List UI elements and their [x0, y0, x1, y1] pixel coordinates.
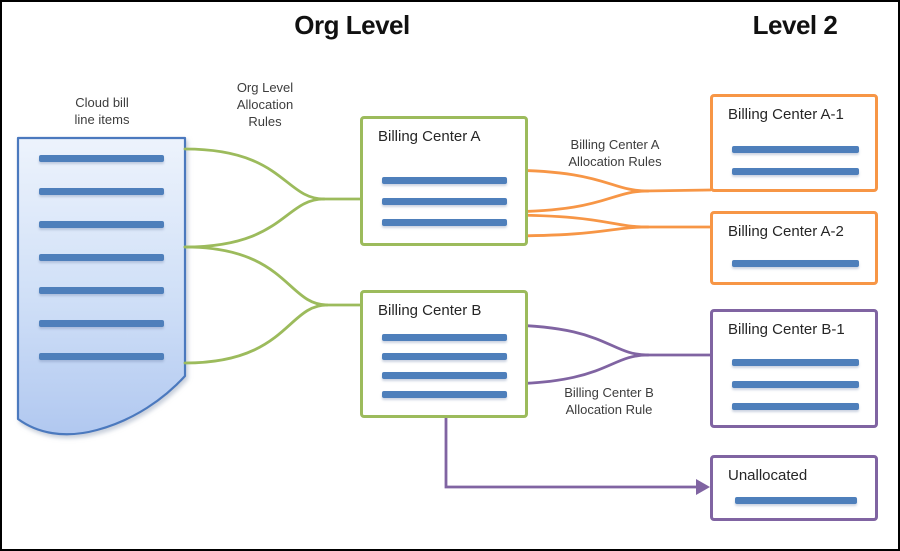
- data-line: [39, 254, 164, 261]
- data-line: [39, 320, 164, 327]
- box-billing-center-b-title: Billing Center B: [378, 302, 482, 319]
- center-a-allocation-rules-label: Billing Center A Allocation Rules: [568, 137, 662, 169]
- box-billing-center-a1-title: Billing Center A-1: [728, 106, 844, 123]
- data-line: [732, 168, 859, 175]
- data-line: [382, 219, 507, 226]
- box-billing-center-b1: Billing Center B-1: [710, 309, 878, 428]
- box-unallocated-data-lines: [735, 497, 857, 504]
- data-line: [732, 359, 859, 366]
- box-billing-center-a2-title: Billing Center A-2: [728, 223, 844, 240]
- box-billing-center-a1: Billing Center A-1: [710, 94, 878, 192]
- box-unallocated-title: Unallocated: [728, 467, 808, 484]
- data-line: [732, 146, 859, 153]
- data-line: [382, 198, 507, 205]
- document-data-lines: [39, 155, 164, 360]
- data-line: [382, 391, 507, 398]
- level2-title: Level 2: [752, 10, 838, 40]
- org-level-allocation-rules-label: Org Level Allocation Rules: [236, 80, 294, 129]
- data-line: [382, 334, 507, 341]
- data-line: [39, 221, 164, 228]
- center-a-brace-to-a2: [497, 213, 712, 238]
- cloud-bill-label: Cloud bill line items: [74, 95, 130, 127]
- data-line: [39, 188, 164, 195]
- data-line: [39, 353, 164, 360]
- data-line: [735, 497, 857, 504]
- box-billing-center-a: Billing Center A: [360, 116, 528, 246]
- center-b-brace-to-b1: [497, 323, 712, 386]
- box-billing-center-b1-title: Billing Center B-1: [728, 321, 845, 338]
- box-b-data-lines: [382, 334, 507, 398]
- data-line: [732, 381, 859, 388]
- center-b-allocation-rule-label: Billing Center B Allocation Rule: [564, 385, 654, 417]
- center-a-brace-to-a1: [497, 168, 712, 214]
- org-level-brace-to-center-a: [183, 147, 362, 249]
- box-a-data-lines: [382, 177, 507, 226]
- data-line: [39, 155, 164, 162]
- box-billing-center-a2: Billing Center A-2: [710, 211, 878, 285]
- org-level-title: Org Level: [294, 10, 410, 40]
- box-a1-data-lines: [732, 146, 859, 175]
- data-line: [39, 287, 164, 294]
- data-line: [732, 403, 859, 410]
- org-level-brace-to-center-b: [183, 245, 362, 365]
- data-line: [732, 260, 859, 267]
- box-b1-data-lines: [732, 359, 859, 410]
- data-line: [382, 372, 507, 379]
- box-billing-center-b: Billing Center B: [360, 290, 528, 418]
- data-line: [382, 353, 507, 360]
- box-unallocated: Unallocated: [710, 455, 878, 521]
- data-line: [382, 177, 507, 184]
- box-a2-data-lines: [732, 260, 859, 267]
- box-billing-center-a-title: Billing Center A: [378, 128, 481, 145]
